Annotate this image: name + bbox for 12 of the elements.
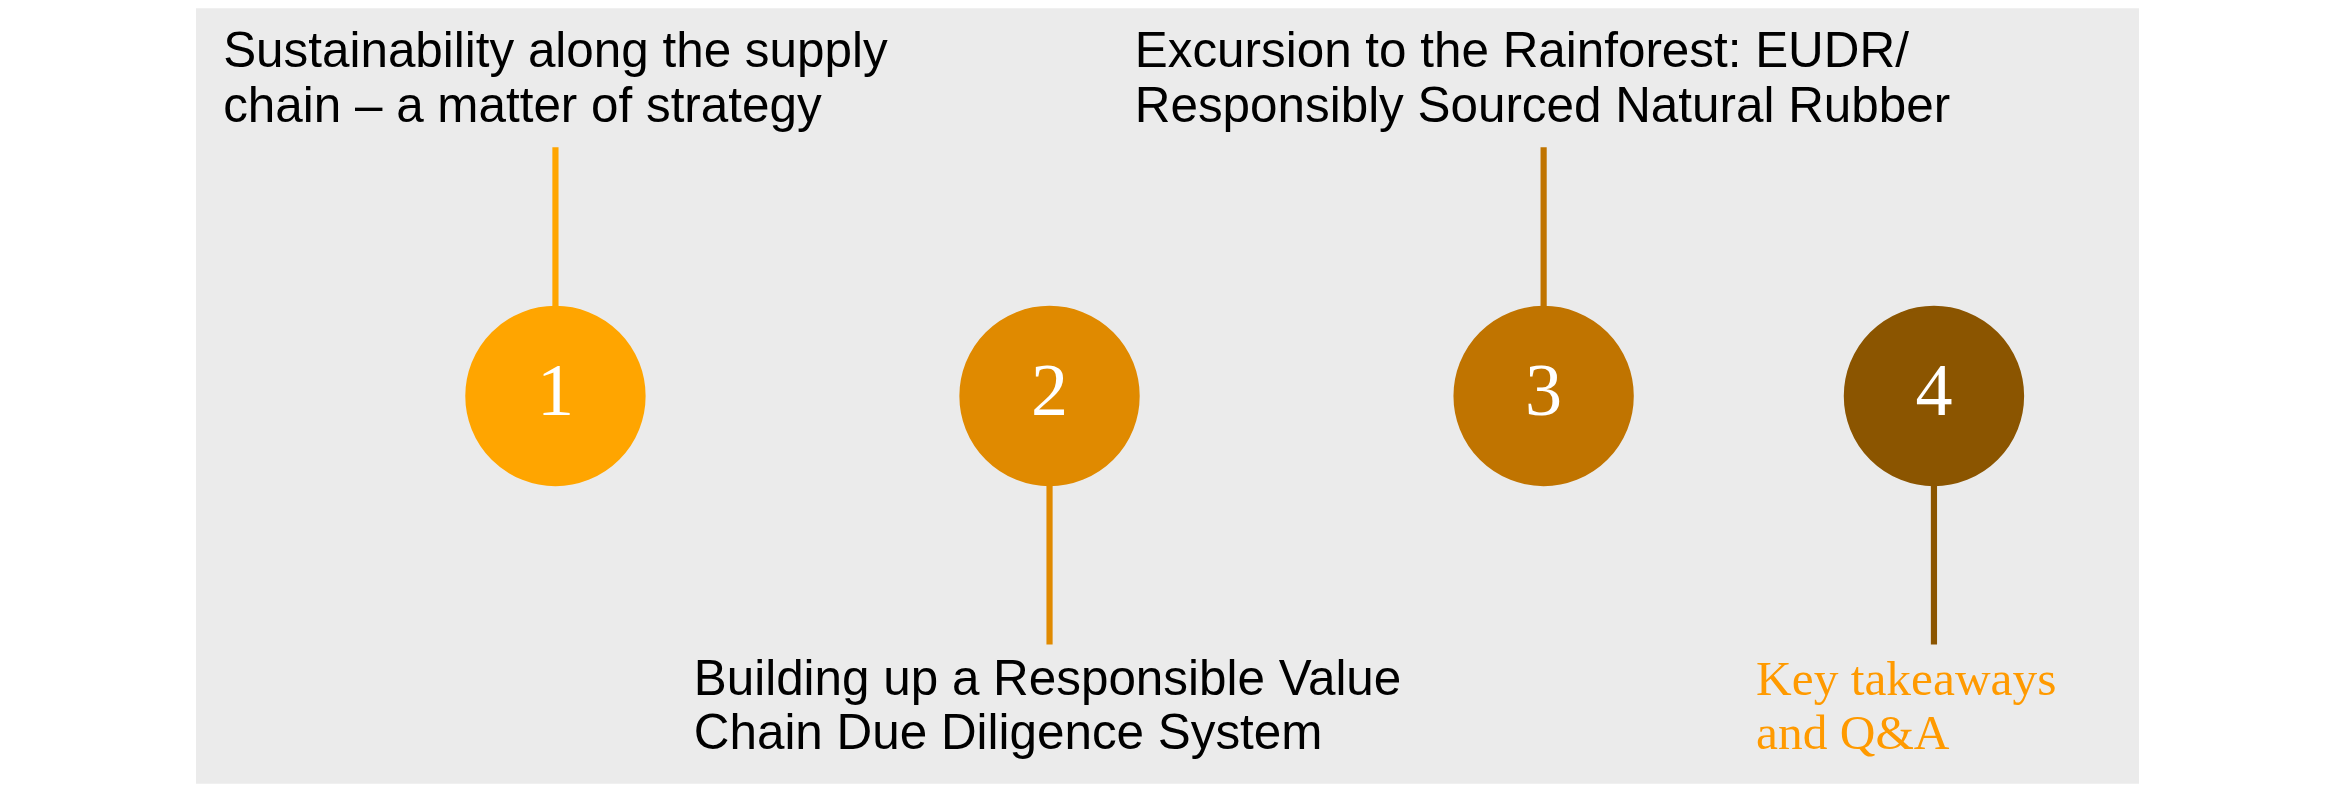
node-text: Key takeaways and Q&A <box>1756 650 2057 761</box>
connector <box>1540 147 1547 307</box>
node-circle: 1 <box>465 305 646 487</box>
node-text: Building up a Responsible Value Chain Due Diligence System <box>693 649 1402 760</box>
node-circle: 3 <box>1453 305 1634 487</box>
node-circle: 4 <box>1843 305 2025 487</box>
node-circle: 2 <box>959 305 1140 487</box>
connector <box>1046 485 1053 645</box>
connector <box>552 147 559 307</box>
node-text: Sustainability along the supply chain – a matter of strategy <box>223 22 888 132</box>
node-text: Excursion to the Rainforest: EUDR/ Responsibly Sourced Natural Rubber <box>1134 22 1951 132</box>
connector <box>1930 485 1938 645</box>
